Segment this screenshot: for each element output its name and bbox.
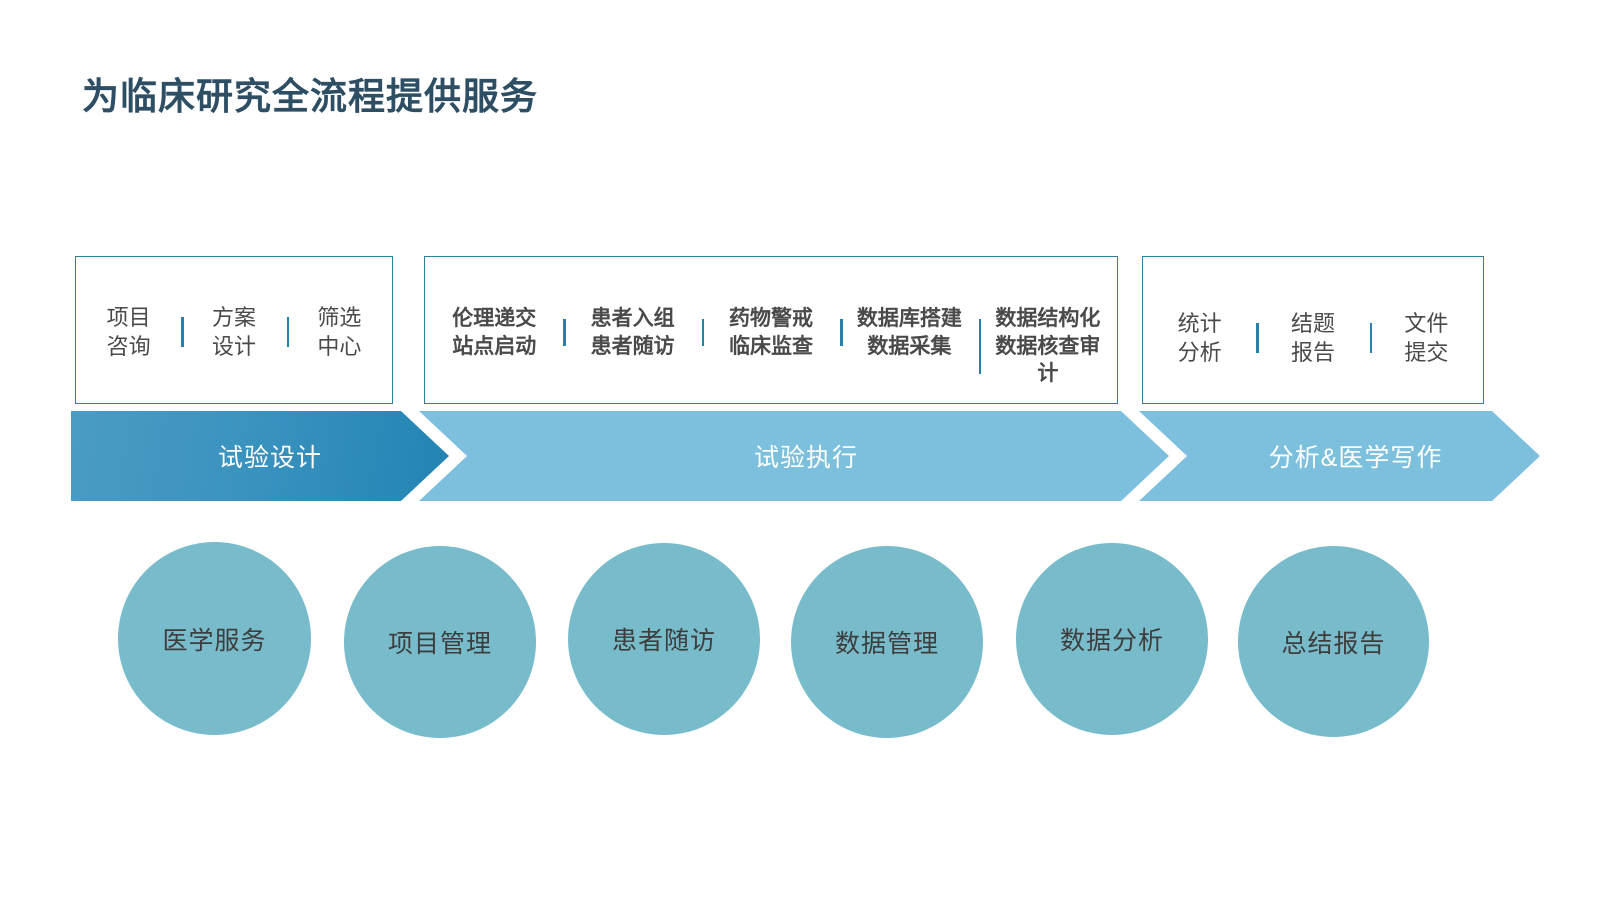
stage-item: 方案设计 xyxy=(181,303,286,361)
service-circle-row: 医学服务 项目管理 患者随访 数据管理 数据分析 总结报告 xyxy=(0,540,1604,755)
stage-item-label: 筛选中心 xyxy=(317,305,362,360)
stage-item: 结题报告 xyxy=(1256,309,1369,367)
stage-item-label: 患者入组患者随访 xyxy=(590,307,675,358)
chevron-label: 试验执行 xyxy=(753,444,858,472)
service-circle[interactable]: 数据分析 xyxy=(1016,543,1208,735)
stage-item-label: 项目咨询 xyxy=(106,305,151,360)
service-circle[interactable]: 数据管理 xyxy=(791,546,983,738)
stage-box-design: 项目咨询 方案设计 筛选中心 xyxy=(75,256,393,404)
chevron-label: 试验设计 xyxy=(217,444,322,472)
stage-item-label: 统计分析 xyxy=(1177,311,1222,366)
stage-item: 项目咨询 xyxy=(76,303,181,361)
stage-item: 数据库搭建数据采集 xyxy=(840,305,978,360)
page-title: 为临床研究全流程提供服务 xyxy=(82,76,538,117)
stage-item-label: 伦理递交站点启动 xyxy=(452,307,537,358)
stage-box-execution: 伦理递交站点启动 患者入组患者随访 药物警戒临床监查 数据库搭建数据采集 数据结… xyxy=(424,256,1118,404)
service-circle-label: 医学服务 xyxy=(162,626,267,655)
stage-item: 数据结构化数据核查审计 xyxy=(978,305,1117,388)
stage-item-label: 文件提交 xyxy=(1404,311,1449,366)
service-circle[interactable]: 项目管理 xyxy=(344,546,536,738)
chevron-stage-design[interactable]: 试验设计 xyxy=(71,411,449,501)
stage-item-label: 药物警戒临床监查 xyxy=(729,307,814,358)
stage-item-label: 方案设计 xyxy=(211,305,256,360)
stage-item: 患者入组患者随访 xyxy=(563,305,701,360)
stage-item: 筛选中心 xyxy=(286,303,392,361)
stage-item: 药物警戒临床监查 xyxy=(701,305,840,360)
service-circle-label: 患者随访 xyxy=(611,627,716,655)
stage-item: 文件提交 xyxy=(1369,309,1483,367)
stage-box-analysis: 统计分析 结题报告 文件提交 xyxy=(1142,256,1484,404)
service-circle-label: 数据管理 xyxy=(834,630,939,658)
service-circle-label: 数据分析 xyxy=(1059,627,1164,655)
stage-item-label: 数据库搭建数据采集 xyxy=(856,307,962,358)
stage-item: 统计分析 xyxy=(1143,309,1256,367)
service-circle-label: 项目管理 xyxy=(387,630,492,658)
stage-item: 伦理递交站点启动 xyxy=(425,305,563,360)
service-circle[interactable]: 患者随访 xyxy=(568,543,760,735)
chevron-label: 分析&医学写作 xyxy=(1268,444,1443,472)
service-circle-label: 总结报告 xyxy=(1281,629,1386,658)
chevron-stage-execution[interactable]: 试验执行 xyxy=(419,411,1169,501)
stage-item-label: 结题报告 xyxy=(1290,311,1335,366)
chevron-stage-analysis[interactable]: 分析&医学写作 xyxy=(1139,411,1540,501)
service-circle[interactable]: 总结报告 xyxy=(1238,546,1429,737)
process-chevron-band: 试验设计 试验执行 分析&医学写作 xyxy=(0,411,1604,501)
stage-item-label: 数据结构化数据核查审计 xyxy=(995,307,1101,386)
service-circle[interactable]: 医学服务 xyxy=(118,542,311,735)
